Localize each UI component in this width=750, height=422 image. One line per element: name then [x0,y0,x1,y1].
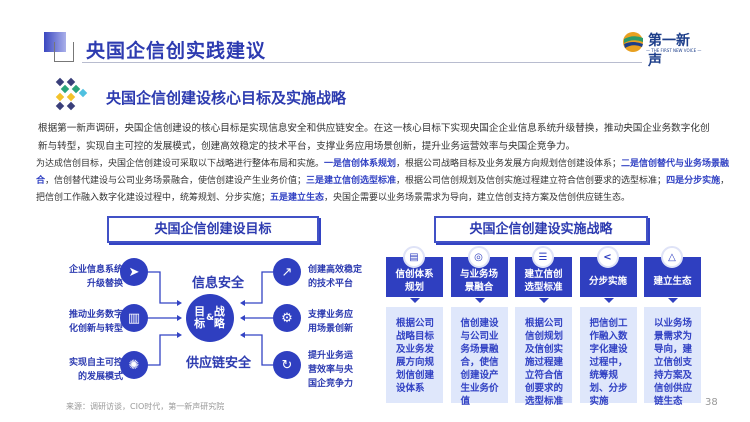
page-number: 38 [705,397,718,408]
strategy-card-body: 根据公司战略目标及业务发展方向规划信创建设体系 [386,307,443,403]
logo-subtext: — THE FIRST NEW VOICE — [646,48,702,53]
triangle-icon: △ [661,246,683,268]
strategy-highlight: 一是信创体系规划 [324,159,397,169]
strategy-card-header: ☰ 建立信创选型标准 [515,246,572,303]
growth-chart-icon: ↗ [273,258,301,286]
strategy-card-body: 把信创工作融入数字化建设过程中，统筹规划、分步实施 [579,307,637,407]
target-icon: ◎ [467,246,490,268]
strategy-title: 央国企信创建设实施战略 [434,216,648,243]
goal-right-2: 支撑业务应用场景创新 [308,310,354,334]
strategy-highlight: 五是建立生态 [270,193,325,203]
paragraph-text: ，把信创工作融入数字化建设过程中，统筹规划、分步实施； [36,176,730,203]
intro-paragraph: 根据第一新声调研，央国企信创建设的核心目标是实现信息安全和供应链安全。在这一核心… [38,123,710,152]
title-decoration-outline [54,42,74,62]
strategy-card-header: < 分步实施 [579,246,637,303]
strategy-card-body: 根据公司信创规划及信创实施过程建立符合信创要求的选型标准 [515,307,572,407]
paragraph-text: ，根据公司信创规划及信创实施过程建立符合信创要求的选型标准； [396,176,667,186]
goals-strategy-circle: 目标 & 战略 [186,294,234,342]
strategy-highlight: 三是建立信创选型标准 [306,176,397,186]
title-decoration [44,32,66,52]
paragraph-text: 为达成信创目标，央国企信创建设可采取以下战略进行整体布局和实施。 [36,159,325,169]
list-icon: ☰ [532,246,554,268]
goal-right-3: 提升业务运营效率与央国企竞争力 [308,351,354,389]
strategy-highlight: 二是信创替代与业务场景融合 [36,159,730,186]
brand-logo: 第一新声 — THE FIRST NEW VOICE — [622,30,702,69]
lightbulb-icon: ✺ [120,351,148,379]
head-gear-icon: ⚙ [273,304,301,332]
strategy-card-title: 与业务场景融合 [459,269,498,293]
strategy-card-title: 分步实施 [588,275,627,287]
strategy-paragraph: 为达成信创目标，央国企信创建设可采取以下战略进行整体布局和实施。一是信创体系规划… [36,156,738,207]
page-title: 央国企信创实践建议 [86,40,267,62]
goal-left-2: 推动业务数字化创新与转型 [68,310,123,334]
info-security-label: 信息安全 [192,276,245,291]
clipboard-icon: ▤ [403,246,425,268]
strategy-highlight: 四是分步实施 [666,176,721,186]
ampersand: & [206,313,214,323]
paragraph-text: ，根据公司战略目标及业务发展方向规划信创建设体系； [396,159,622,169]
cycle-icon: ↻ [273,351,301,379]
strategy-card-body: 信创建设与公司业务场景融合，使信创建设产生业务价值 [450,307,508,407]
logo-icon [623,32,643,52]
goal-left-1: 企业信息系统升级替换 [68,265,123,289]
paragraph-text: ，央国企需要以业务场景需求为导向，建立信创支持方案及信创供应链生态。 [324,193,631,203]
goals-label: 目标 [194,305,206,330]
strategy-card-title: 建立生态 [653,275,692,287]
strategy-card-body: 以业务场景需求为导向，建立信创支持方案及信创供应链生态 [644,307,701,407]
strategy-card-header: △ 建立生态 [644,246,701,303]
bar-chart-icon: ▥ [120,304,148,332]
section-diamond-icon [55,77,88,111]
source-note: 来源：调研访谈，CIO时代，第一新声研究院 [66,402,225,411]
supply-chain-security-label: 供应链安全 [186,356,252,371]
strategy-label: 战略 [213,305,225,330]
section-title: 央国企信创建设核心目标及实施战略 [106,89,347,107]
goal-left-3: 实现自主可控的发展模式 [68,358,123,382]
strategy-card-header: ◎ 与业务场景融合 [450,246,508,303]
paper-plane-icon: ➤ [120,258,148,286]
paragraph-text: ，信创替代建设与公司业务场景融合，使信创建设产生业务价值； [45,176,307,186]
title-divider [82,62,642,63]
strategy-card-title: 信创体系规划 [395,269,434,293]
share-icon: < [596,246,619,268]
goal-right-1: 创建高效稳定的技术平台 [308,265,363,289]
strategy-card-title: 建立信创选型标准 [524,269,563,293]
strategy-card-header: ▤ 信创体系规划 [386,246,443,303]
goals-title: 央国企信创建设目标 [107,216,319,243]
logo-text: 第一新声 [648,33,690,69]
